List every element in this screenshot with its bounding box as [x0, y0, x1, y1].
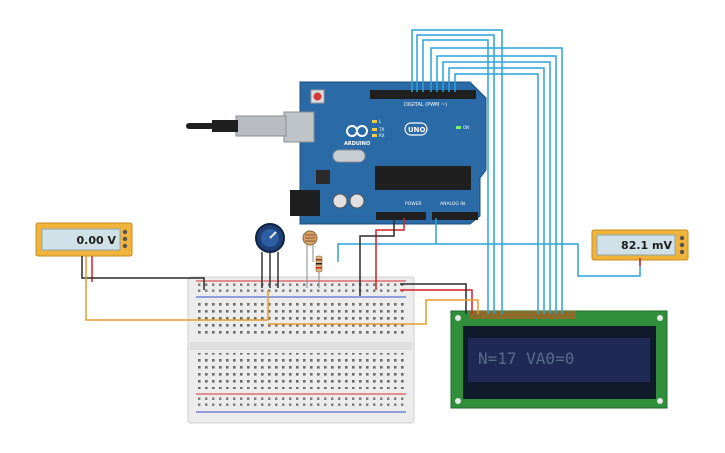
wires-blue — [337, 29, 641, 314]
photoresistor[interactable] — [302, 230, 318, 288]
power-jack — [290, 190, 320, 216]
power-header — [376, 212, 426, 220]
analog-header — [432, 212, 478, 220]
reset-button[interactable] — [313, 92, 322, 101]
meter-reading-right: 82.1 mV — [621, 239, 672, 252]
usb-port — [283, 111, 315, 143]
resistor[interactable] — [315, 255, 323, 288]
arduino-uno-board[interactable]: DIGITAL (PWM ~) ARDUINO UNO POWER ANALOG… — [283, 81, 487, 225]
wires-orange — [85, 256, 479, 325]
analog-label: ANALOG IN — [440, 201, 465, 207]
digital-label: DIGITAL (PWM ~) — [404, 102, 447, 108]
meter-reading-left: 0.00 V — [77, 234, 117, 247]
l-led-label: L — [379, 119, 382, 124]
usb-cable — [186, 115, 287, 137]
lcd-16x2[interactable]: N=17 VA0=0 — [450, 310, 668, 409]
brand-label: ARDUINO — [344, 141, 370, 147]
wires-black — [81, 218, 467, 314]
lcd-screen — [468, 338, 650, 382]
tx-led-label: TX — [378, 127, 384, 132]
potentiometer[interactable] — [255, 223, 285, 288]
power-label: POWER — [405, 201, 422, 207]
multimeter-left[interactable]: 0.00 V — [35, 222, 133, 257]
atmega-chip — [375, 166, 471, 190]
lcd-display-text: N=17 VA0=0 — [478, 349, 574, 368]
lcd-pin-header — [470, 311, 576, 319]
on-led-label: ON — [463, 125, 469, 130]
rx-led-label: RX — [379, 133, 385, 138]
breadboard — [187, 276, 415, 424]
model-label: UNO — [408, 126, 426, 134]
digital-header — [370, 90, 476, 99]
multimeter-right[interactable]: 82.1 mV — [591, 229, 689, 261]
